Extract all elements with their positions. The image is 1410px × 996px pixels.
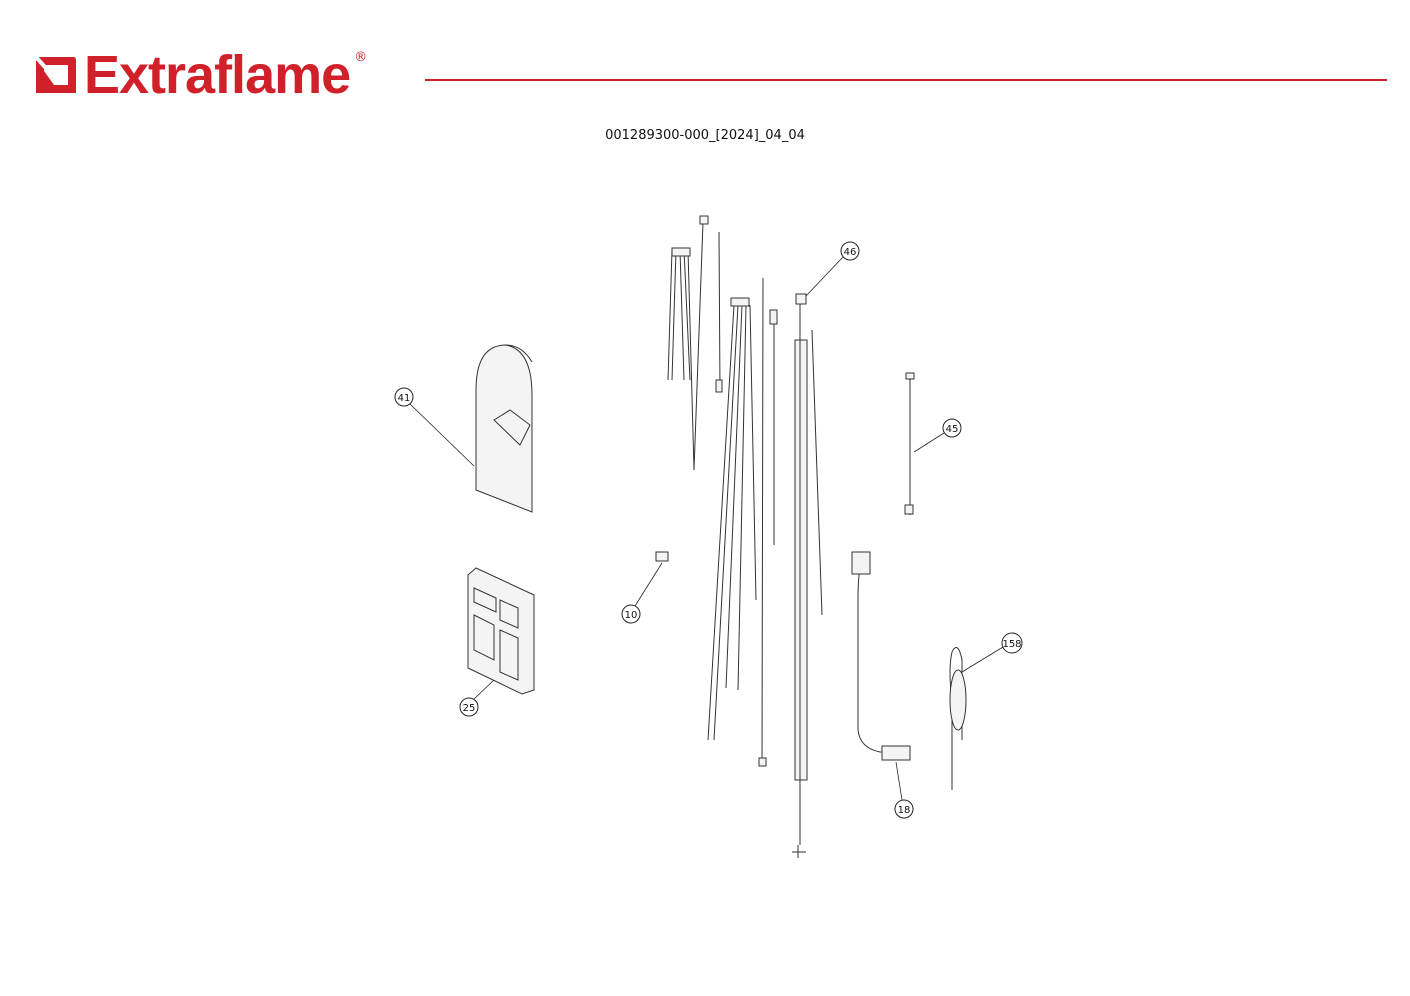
callout-158: 158 xyxy=(961,632,1023,673)
extraflame-logo: Extraflame ® xyxy=(34,48,367,102)
svg-text:41: 41 xyxy=(398,393,411,404)
part-25-control-panel xyxy=(467,567,535,695)
callout-10: 10 xyxy=(621,562,663,624)
brand-name: Extraflame xyxy=(84,45,351,105)
part-10-connector xyxy=(655,551,669,562)
document-code: 001289300-000_[2024]_04_04 xyxy=(605,128,805,143)
callout-25: 25 xyxy=(459,679,495,717)
svg-text:25: 25 xyxy=(463,703,476,714)
header-rule xyxy=(425,79,1387,81)
callout-46: 46 xyxy=(805,241,860,297)
svg-text:18: 18 xyxy=(898,805,911,816)
svg-text:45: 45 xyxy=(946,424,959,435)
wiring-harnesses xyxy=(667,215,967,858)
callout-18: 18 xyxy=(894,761,914,819)
part-41-cover-panel xyxy=(475,344,533,513)
svg-text:10: 10 xyxy=(625,610,638,621)
svg-text:158: 158 xyxy=(1002,639,1021,650)
registered-mark: ® xyxy=(354,50,368,65)
svg-text:46: 46 xyxy=(844,247,857,258)
logo-mark-icon xyxy=(34,55,76,93)
callout-45: 45 xyxy=(913,418,962,453)
callout-41: 41 xyxy=(394,387,475,467)
